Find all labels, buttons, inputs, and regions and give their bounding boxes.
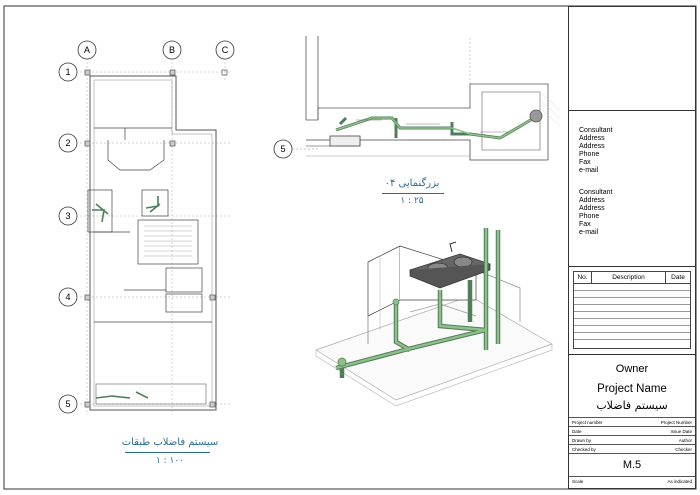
title-block: Consultant Address Address Phone Fax e-m… bbox=[568, 6, 696, 489]
sheet-border bbox=[3, 5, 697, 490]
grid-bubble-b bbox=[162, 40, 182, 60]
logo-area bbox=[569, 7, 695, 111]
consultant-address: Address bbox=[579, 135, 605, 142]
grid-lines bbox=[80, 58, 232, 415]
detail-title-underline bbox=[382, 193, 444, 194]
grid-label-4: 4 bbox=[65, 292, 70, 302]
grid-label-a: A bbox=[84, 45, 90, 55]
consultant-email: e-mail bbox=[579, 167, 599, 174]
consultant-fax: Fax bbox=[579, 159, 591, 166]
grid-bubble-a bbox=[77, 40, 97, 60]
drawing-title: سیستم فاضلاب bbox=[569, 399, 695, 418]
consultant-name: Consultant bbox=[579, 127, 613, 134]
consultant-phone: Phone bbox=[579, 151, 600, 158]
project-info: Owner Project Name سیستم فاضلاب Project … bbox=[569, 357, 695, 486]
plan-view-title: سیستم فاضلاب طبقات bbox=[121, 437, 219, 448]
grid-bubble-3 bbox=[58, 206, 78, 226]
consultant-phone: Phone bbox=[579, 213, 600, 220]
grid-bubble-1 bbox=[58, 62, 78, 82]
owner-label: Owner bbox=[615, 363, 649, 375]
floor-plan bbox=[80, 58, 232, 415]
grid-label-b: B bbox=[169, 45, 175, 55]
grid-label-c: C bbox=[222, 45, 229, 55]
project-name: Project Name bbox=[597, 383, 667, 395]
sheet-number: M.5 bbox=[569, 454, 695, 477]
iso-pipes-light bbox=[335, 228, 500, 370]
grid-bubble-c bbox=[215, 40, 235, 60]
detail-view-scale: ۱ : ۲۵ bbox=[400, 196, 424, 206]
detail-view-title: بزرگنمایی ۰۴ bbox=[384, 178, 440, 189]
grid-label-2: 2 bbox=[65, 138, 70, 148]
revision-description-header: Description bbox=[592, 272, 666, 283]
consultant-fax: Fax bbox=[579, 221, 591, 228]
grid-bubble-5 bbox=[58, 394, 78, 414]
plan-pipes bbox=[92, 196, 161, 399]
detail-section bbox=[305, 36, 561, 161]
consultant-name: Consultant bbox=[579, 189, 613, 196]
consultant-address: Address bbox=[579, 143, 605, 150]
consultant-email: e-mail bbox=[579, 229, 599, 236]
revision-date-header: Date bbox=[671, 274, 685, 281]
plan-view-scale: ۱ : ۱۰۰ bbox=[155, 456, 185, 466]
grid-label-detail-5: 5 bbox=[280, 144, 285, 154]
grid-bubble-2 bbox=[58, 133, 78, 153]
consultant-address: Address bbox=[579, 205, 605, 212]
revision-table: No. Description Date bbox=[569, 269, 695, 355]
isometric-view bbox=[315, 228, 553, 407]
consultant-block-2: Consultant Address Address Phone Fax e-m… bbox=[569, 189, 695, 237]
grid-label-3: 3 bbox=[65, 211, 70, 221]
grid-label-5: 5 bbox=[65, 399, 70, 409]
grid-bubble-4 bbox=[58, 287, 78, 307]
grid-bubbles bbox=[58, 40, 293, 414]
grid-label-1: 1 bbox=[65, 67, 70, 77]
consultant-address: Address bbox=[579, 197, 605, 204]
revision-no-header: No. bbox=[574, 272, 592, 283]
consultant-block-1: Consultant Address Address Phone Fax e-m… bbox=[569, 127, 695, 175]
plan-title-underline bbox=[125, 452, 210, 453]
consultants-area: Consultant Address Address Phone Fax e-m… bbox=[569, 111, 695, 267]
